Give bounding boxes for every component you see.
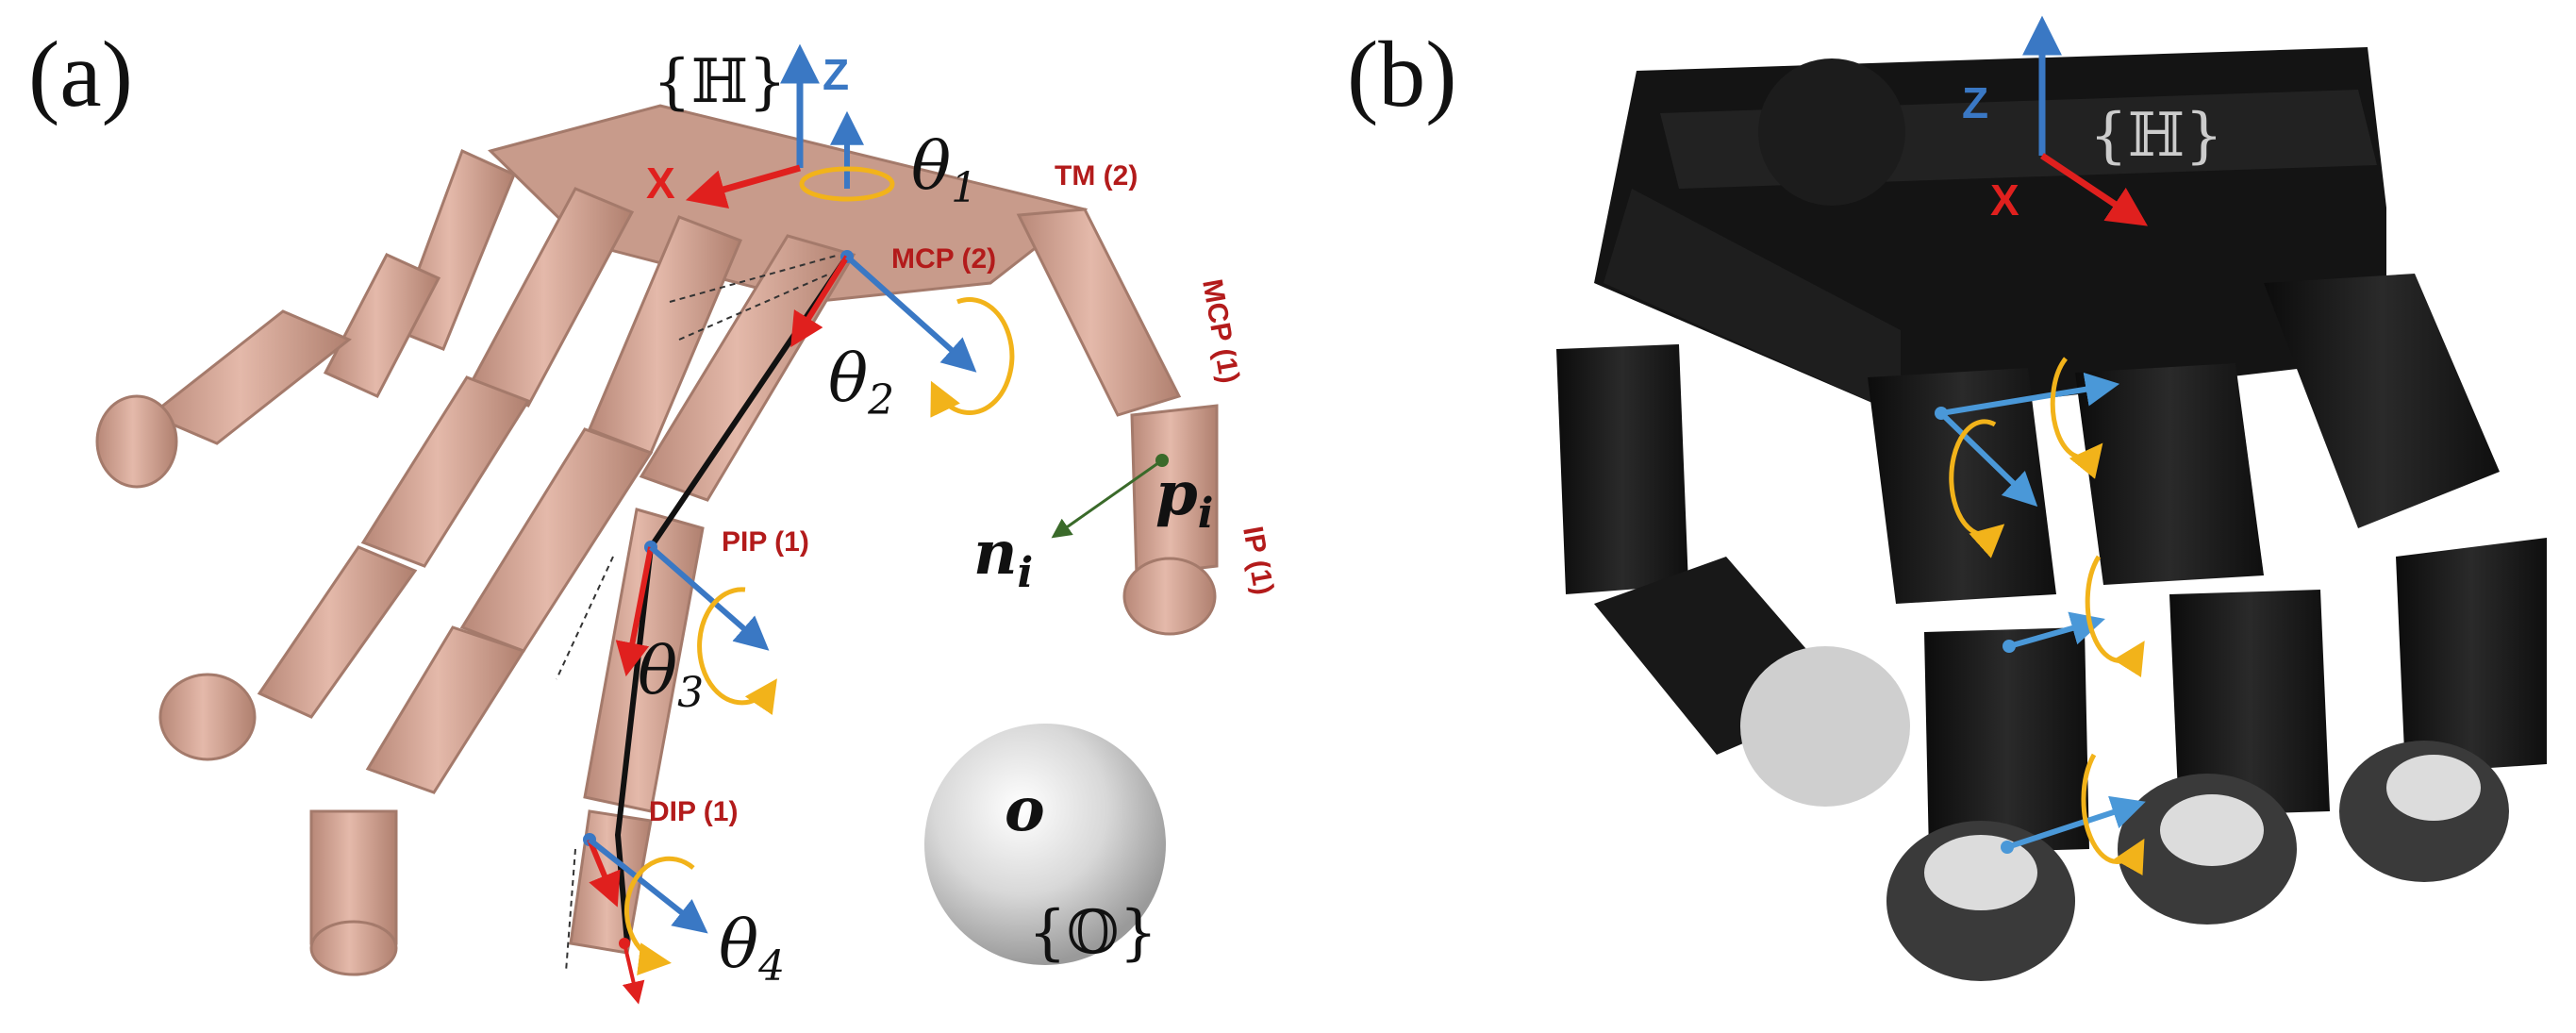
- robot-palm: [1594, 47, 2386, 415]
- robot-finger-3-segment: [2264, 274, 2500, 528]
- n-i-label: ni: [973, 518, 1033, 597]
- theta1-rotation-arrow: [799, 166, 895, 202]
- theta1-label: θ1: [911, 127, 977, 212]
- joint-label-pip: PIP (1): [722, 526, 809, 558]
- thumb-segment: [1016, 208, 1182, 417]
- x-axis-label-a: X: [646, 158, 675, 208]
- little-finger-segment: [323, 253, 441, 398]
- x-axis-label-b: X: [1990, 175, 2019, 225]
- robot-finger-1-segment: [1924, 627, 2089, 854]
- robot-finger-3-segment: [2396, 538, 2547, 774]
- little-finger-tip: [95, 394, 178, 489]
- index-finger-segment: [639, 234, 856, 502]
- robot-finger-1-segment: [1868, 368, 2056, 604]
- joint-label-ip: IP (1): [1237, 524, 1279, 596]
- theta2-label: θ2: [828, 340, 894, 425]
- panel-label-a: (a): [28, 22, 133, 126]
- theta2-rotation-arrow: [930, 297, 1015, 418]
- joint-label-mcp-index: MCP (2): [891, 243, 996, 275]
- object-frame-label: {𝕆}: [1028, 898, 1157, 968]
- robot-thumb-tip: [1740, 646, 1910, 807]
- index-kinematic-chain: [556, 110, 1015, 1005]
- theta4-rotation-arrow: [623, 856, 695, 975]
- robot-joint-axes: [1935, 357, 2146, 875]
- ring-finger-segment: [469, 187, 635, 408]
- robot-fingers: [1556, 274, 2547, 981]
- middle-finger-tip: [309, 920, 398, 976]
- theta3-label: θ3: [638, 632, 704, 717]
- joint-label-tm: TM (2): [1055, 160, 1138, 192]
- z-axis-label-a: Z: [823, 50, 849, 99]
- object-origin-label: o: [1005, 775, 1045, 845]
- robot-thumb-segment: [1556, 344, 1688, 594]
- hand-x-axis-a: [685, 164, 801, 209]
- theta3-rotation-arrow: [697, 587, 777, 715]
- robot-finger-2-segment: [2169, 590, 2330, 816]
- z-axis-label-b: Z: [1962, 78, 1988, 127]
- normal-vector-ni: [1051, 458, 1163, 539]
- thumb-segment: [1130, 404, 1219, 577]
- hand-frame-label-a: {ℍ}: [653, 47, 787, 117]
- joint-label-dip: DIP (1): [649, 796, 738, 827]
- theta4-label: θ4: [719, 906, 785, 991]
- ring-finger-segment: [360, 375, 531, 568]
- thumb-tip: [1122, 557, 1217, 636]
- middle-finger-segment: [365, 625, 526, 794]
- little-finger-segment: [148, 309, 352, 445]
- finger-segments: [95, 148, 1219, 976]
- object-sphere: [924, 724, 1166, 965]
- panel-label-b: (b): [1347, 22, 1457, 126]
- p-i-label: pi: [1155, 458, 1213, 538]
- hand-frame-label-b: {ℍ}: [2089, 101, 2223, 171]
- ring-finger-tip: [158, 673, 257, 761]
- robot-finger-2-segment: [2075, 363, 2264, 585]
- robot-x-axis: [2040, 153, 2148, 226]
- ring-finger-segment: [257, 545, 418, 719]
- joint-label-mcp-thumb: MCP (1): [1196, 276, 1245, 385]
